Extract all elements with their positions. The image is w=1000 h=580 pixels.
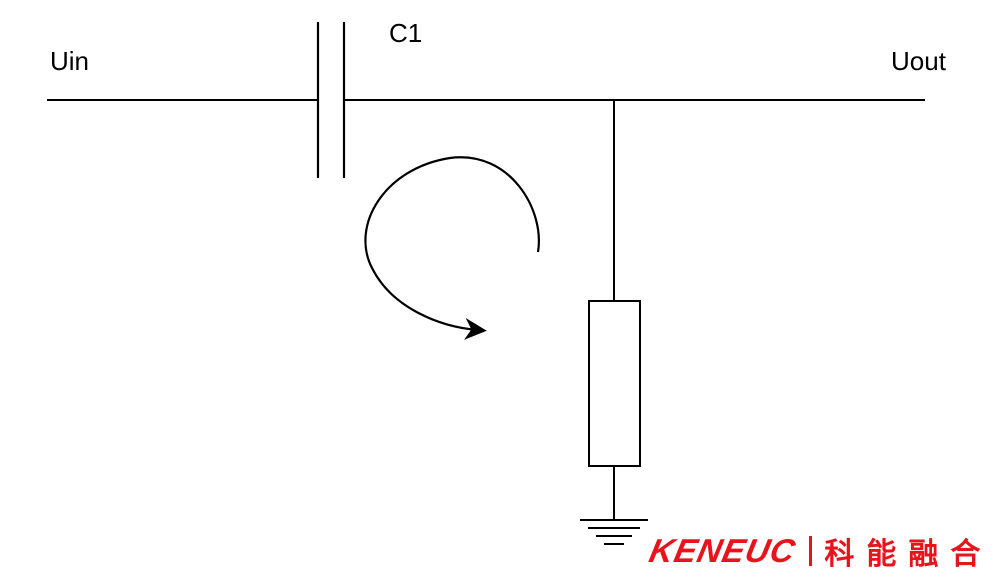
brand-logo-cjk: 科能融合 (824, 537, 993, 572)
output-voltage-label: Uout (891, 46, 946, 76)
resistor-body (588, 300, 641, 467)
capacitor-label: C1 (389, 18, 423, 48)
ground-icon (580, 519, 648, 545)
input-voltage-label: Uin (50, 46, 90, 76)
current-flow-arrow (364, 156, 540, 340)
brand-logo-divider (809, 536, 813, 566)
brand-logo: KENEUC 科能融合 (646, 532, 993, 572)
brand-logo-latin: KENEUC (646, 532, 800, 569)
